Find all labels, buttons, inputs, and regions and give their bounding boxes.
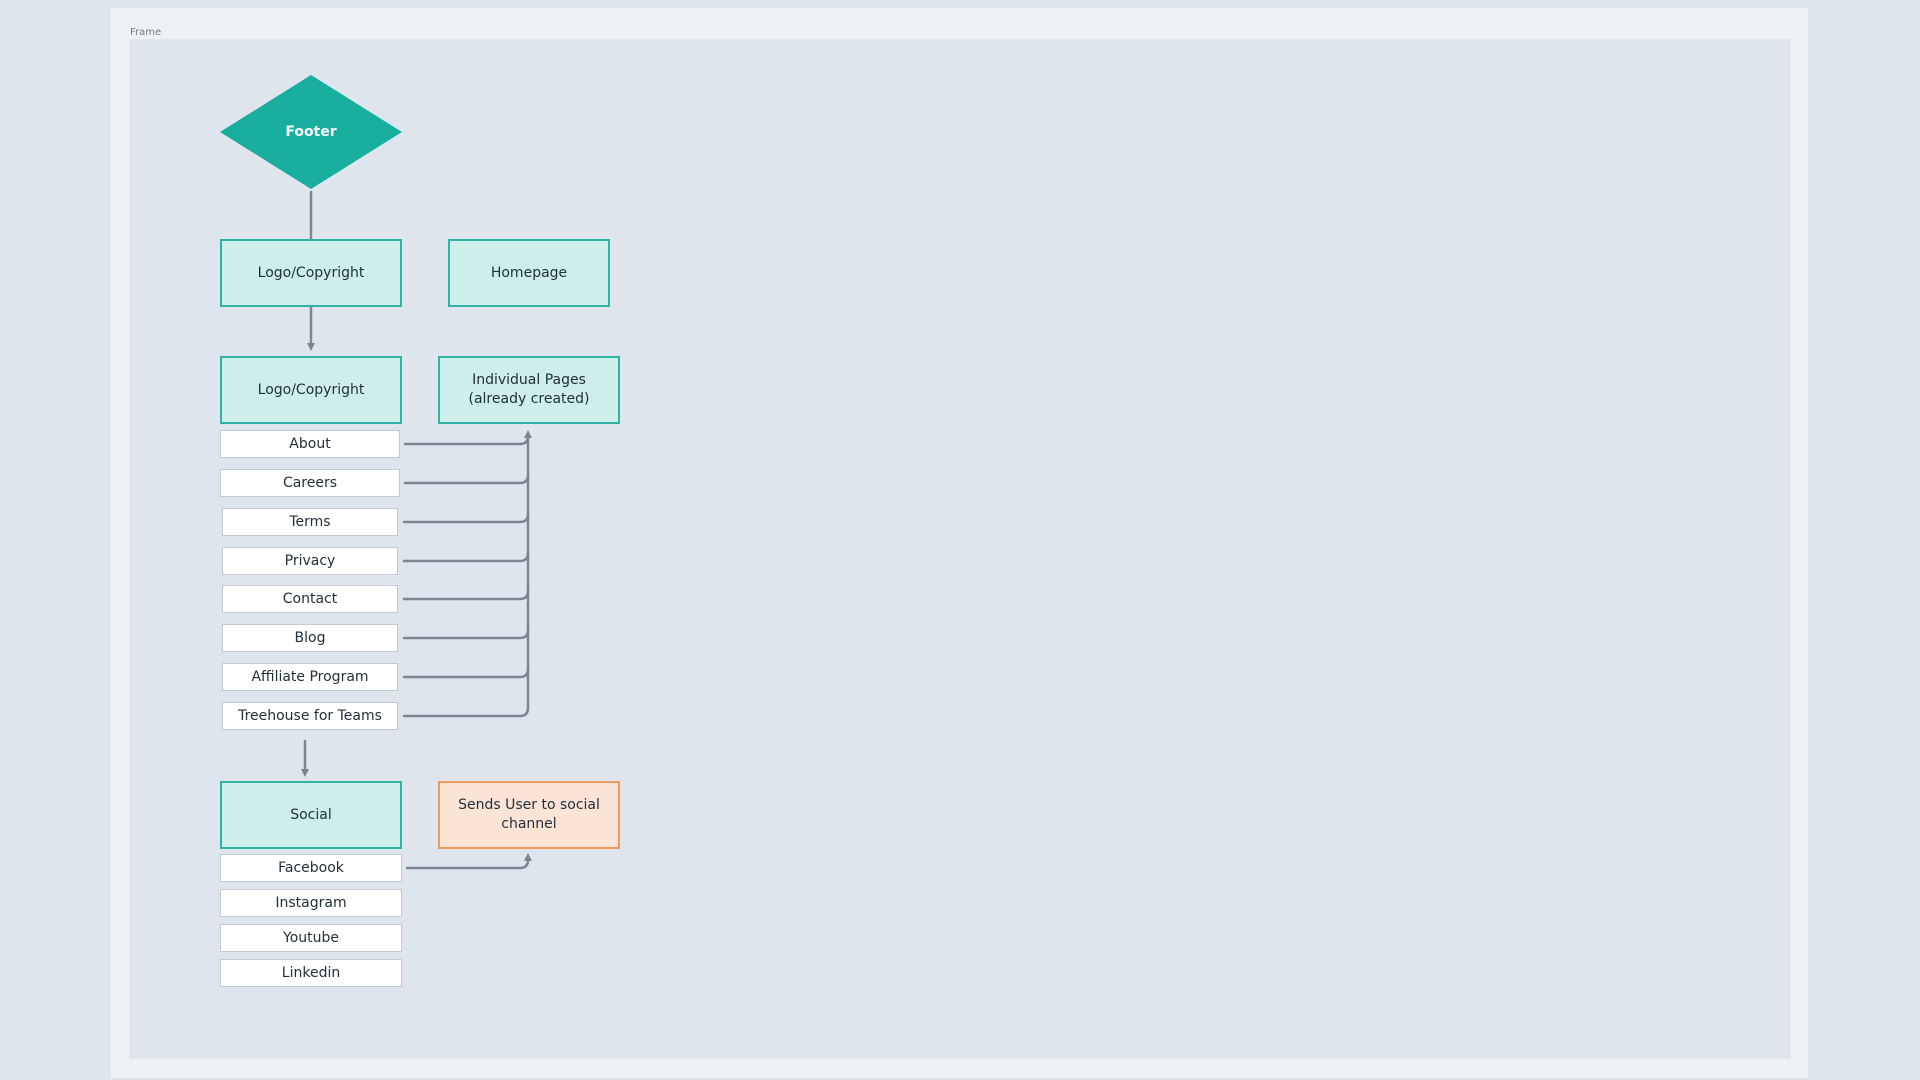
connector-facebook	[405, 853, 532, 870]
frame-label[interactable]: Frame	[130, 27, 162, 38]
link-terms[interactable]: Terms	[222, 508, 398, 536]
diagram-canvas[interactable]	[130, 40, 1790, 1058]
link-affiliate-program[interactable]: Affiliate Program	[222, 663, 398, 691]
link-careers[interactable]: Careers	[220, 469, 400, 497]
social-link-linkedin[interactable]: Linkedin	[220, 959, 402, 987]
social-link-instagram[interactable]: Instagram	[220, 889, 402, 917]
link-contact[interactable]: Contact	[222, 585, 398, 613]
social-group-node[interactable]: Social	[220, 781, 402, 849]
logo-copyright-node[interactable]: Logo/Copyright	[220, 239, 402, 307]
footer-label: Footer	[285, 124, 337, 140]
links-group-node[interactable]: Logo/Copyright	[220, 356, 402, 424]
link-treehouse-for-teams[interactable]: Treehouse for Teams	[222, 702, 398, 730]
homepage-node[interactable]: Homepage	[448, 239, 610, 307]
connector-about	[403, 430, 532, 446]
social-destination-node[interactable]: Sends User to social channel	[438, 781, 620, 849]
connector-treehouse	[402, 667, 530, 718]
footer-decision-shape[interactable]	[220, 75, 402, 189]
link-privacy[interactable]: Privacy	[222, 547, 398, 575]
link-about[interactable]: About	[220, 430, 400, 458]
social-link-youtube[interactable]: Youtube	[220, 924, 402, 952]
individual-pages-node[interactable]: Individual Pages (already created)	[438, 356, 620, 424]
social-link-facebook[interactable]: Facebook	[220, 854, 402, 882]
link-blog[interactable]: Blog	[222, 624, 398, 652]
